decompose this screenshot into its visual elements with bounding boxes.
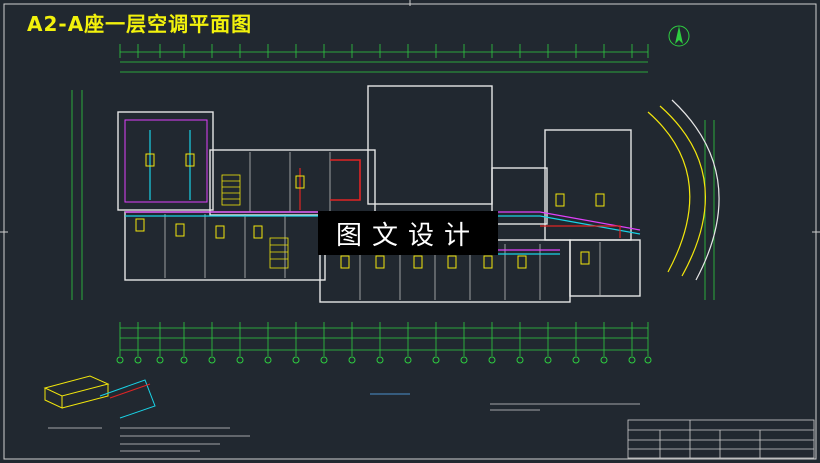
axis-bubble [404,356,412,364]
fan-coil-unit [595,193,605,207]
stair-symbols [221,174,289,269]
fan-coil-unit [175,223,185,237]
axis-bubble [134,356,142,364]
axis-bubble [376,356,384,364]
fan-coil-unit [413,255,423,269]
axis-bubble [488,356,496,364]
fan-coil-units [135,153,605,269]
axis-tick-marks [116,44,652,364]
north-arrow-icon [668,25,690,47]
fan-coil-unit [185,153,195,167]
fan-coil-unit [375,255,385,269]
fan-coil-unit [295,175,305,189]
drawing-title: A2-A座一层空调平面图 [27,12,253,36]
fan-coil-unit [215,225,225,239]
fan-coil-unit [135,218,145,232]
fan-coil-unit [340,255,350,269]
axis-bubble [292,356,300,364]
bottom-dimension-lines [120,327,648,351]
fan-coil-unit [145,153,155,167]
axis-bubble [460,356,468,364]
fan-coil-unit [580,251,590,265]
fan-coil-unit [253,225,263,239]
axis-bubble [572,356,580,364]
side-dimension-lines [71,90,715,300]
axis-bubble [600,356,608,364]
axis-bubble [208,356,216,364]
axis-bubble [116,356,124,364]
axis-bubble [236,356,244,364]
axonometric-system-sketch [43,375,156,419]
top-dimension-lines [120,51,648,73]
axis-bubble [156,356,164,364]
axis-bubble [264,356,272,364]
fan-coil-unit [483,255,493,269]
axis-bubble [320,356,328,364]
axis-bubble [628,356,636,364]
hvac-pipes [125,130,641,255]
axis-bubble [432,356,440,364]
axis-bubble [516,356,524,364]
fan-coil-unit [517,255,527,269]
fan-coil-unit [555,193,565,207]
axis-bubble [180,356,188,364]
axis-bubble [644,356,652,364]
general-notes-block [48,393,640,452]
axis-bubble [348,356,356,364]
title-block [627,419,815,459]
watermark-label: 图文设计 [318,211,498,255]
fan-coil-unit [447,255,457,269]
axis-bubble [544,356,552,364]
curved-entrance-canopy [647,99,720,281]
